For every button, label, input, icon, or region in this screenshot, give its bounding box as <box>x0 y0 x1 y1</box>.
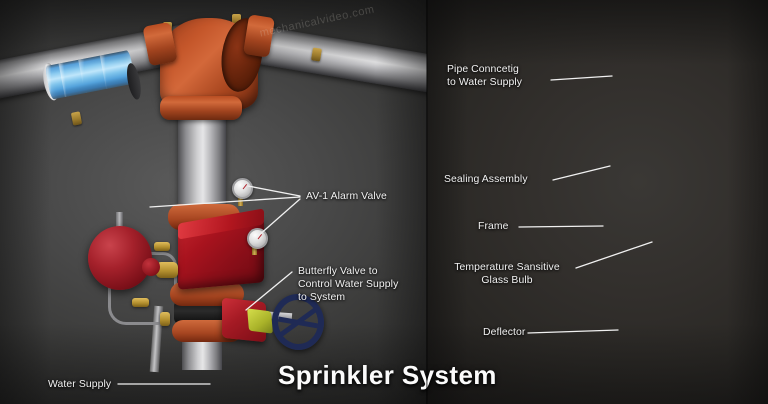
right-panel-vignette <box>427 0 768 404</box>
panel-divider <box>426 0 428 404</box>
page-title: Sprinkler System <box>278 360 497 390</box>
brass-trim-fitting <box>132 298 149 307</box>
pipe-bolt-stud <box>70 111 83 126</box>
label-pipe-connecting: Pipe Conncetig to Water Supply <box>447 64 523 89</box>
pressure-gauge-upper <box>232 178 253 199</box>
right-panel-leader-lines <box>518 75 653 334</box>
brass-trim-fitting <box>160 312 170 326</box>
butterfly-valve-gearbox <box>247 308 273 334</box>
label-glass-bulb: Temperature Sansitive Glass Bulb <box>454 262 560 287</box>
label-sealing-assembly: Sealing Assembly <box>444 174 528 185</box>
trim-test-valve-knob <box>142 258 160 276</box>
label-frame: Frame <box>478 221 509 232</box>
label-water-supply: Water Supply <box>48 379 112 390</box>
retard-chamber-sphere <box>88 226 152 290</box>
label-deflector: Deflector <box>483 327 526 338</box>
riser-coupling-collar <box>160 96 242 120</box>
label-butterfly-valve: Butterfly Valve to Control Water Supply … <box>298 266 399 304</box>
right-panel-sprinkler-head <box>427 0 768 404</box>
label-av1-alarm-valve: AV-1 Alarm Valve <box>306 191 387 202</box>
pressure-gauge-lower <box>247 228 268 249</box>
brass-trim-fitting <box>154 242 170 251</box>
